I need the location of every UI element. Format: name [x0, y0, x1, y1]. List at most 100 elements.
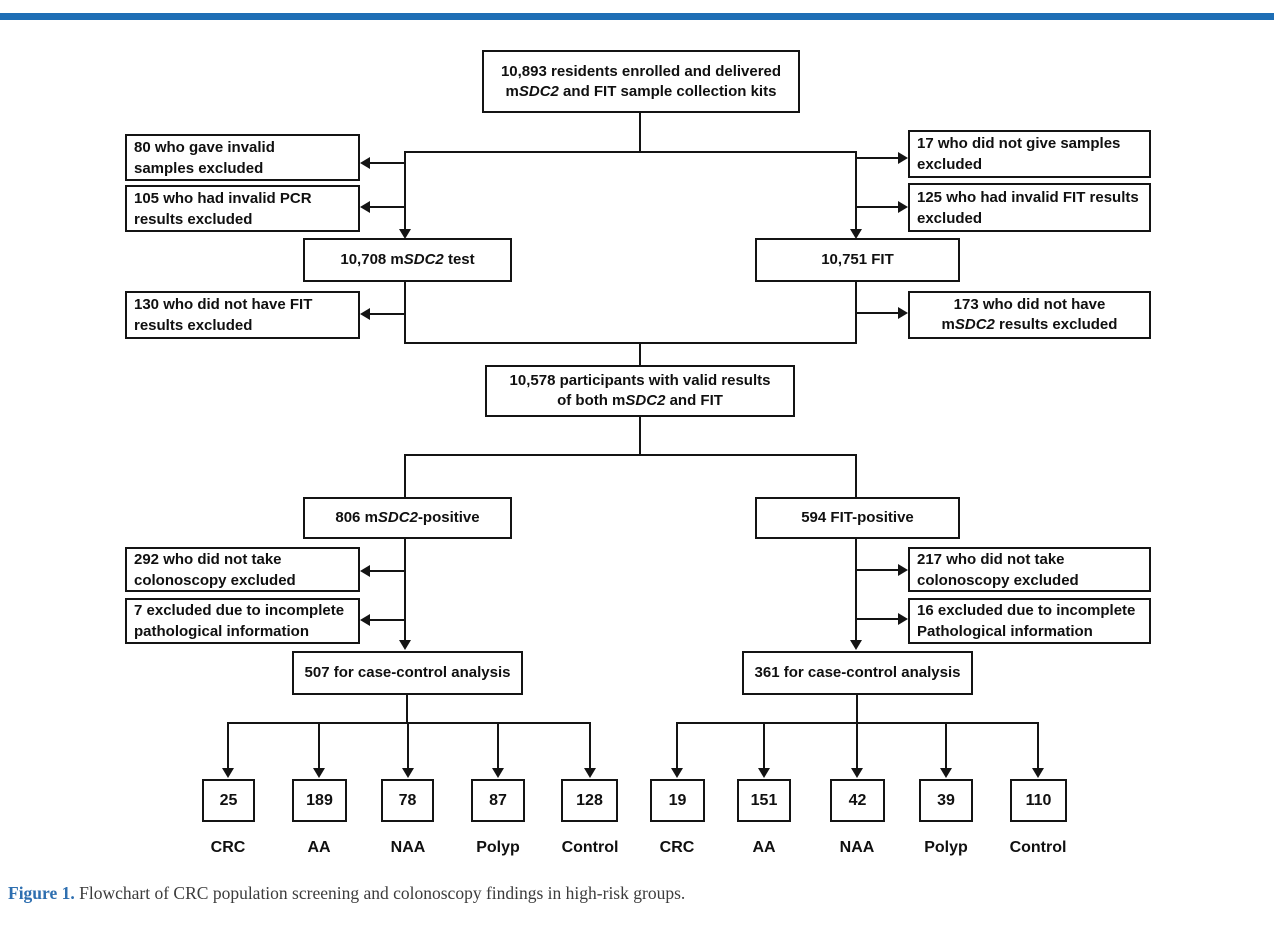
flow-line — [318, 722, 320, 769]
text-line: 594 FIT-positive — [801, 509, 914, 526]
text-line: of both mSDC2 and FIT — [557, 391, 723, 411]
flow-box-enrolled: 10,893 residents enrolled and delivered … — [482, 50, 800, 113]
text-segment: and FIT sample collection kits — [558, 82, 777, 100]
flow-line — [676, 722, 678, 769]
arrow-left-icon — [360, 157, 370, 169]
flow-line — [855, 151, 857, 229]
flow-line — [404, 151, 406, 229]
outcome-count: 110 — [1025, 791, 1052, 809]
flow-box-right-analysis: 361 for case-control analysis — [742, 651, 973, 695]
text-line: results excluded — [134, 317, 253, 334]
outcome-count: 87 — [489, 791, 507, 809]
outcome-count-box: 39 — [919, 779, 973, 822]
outcome-label: AA — [752, 839, 776, 856]
text-segment: of both m — [557, 392, 626, 409]
outcome-count: 151 — [750, 791, 778, 809]
flow-line — [370, 206, 405, 208]
text-line: 130 who did not have FIT — [134, 296, 313, 313]
text-segment: m — [941, 316, 955, 333]
flow-line — [639, 417, 641, 455]
figure-caption: Figure 1. Flowchart of CRC population sc… — [8, 883, 685, 904]
flow-box-excl-no-colonoscopy-left: 292 who did not take colonoscopy exclude… — [125, 547, 360, 592]
text-segment: 10,708 m — [340, 251, 404, 268]
text-line: 292 who did not take — [134, 550, 282, 568]
arrow-down-icon — [313, 768, 325, 778]
text-segment-italic: SDC2 — [954, 316, 995, 333]
arrow-down-icon — [399, 229, 411, 239]
text-line: mSDC2 results excluded — [942, 315, 1118, 335]
text-line: colonoscopy excluded — [917, 571, 1079, 589]
outcome-count-box: 110 — [1010, 779, 1067, 822]
outcome-label: CRC — [659, 839, 695, 856]
outcome-count: 78 — [398, 791, 417, 809]
flow-box-excl-incomplete-path-left: 7 excluded due to incomplete pathologica… — [125, 598, 360, 644]
flow-line — [855, 539, 857, 641]
outcome-count-box: 87 — [471, 779, 525, 822]
flow-box-excl-incomplete-path-right: 16 excluded due to incomplete Pathologic… — [908, 598, 1151, 644]
arrow-left-icon — [360, 565, 370, 577]
text-line: Pathological information — [917, 623, 1093, 640]
arrow-left-icon — [360, 201, 370, 213]
text-line: 17 who did not give samples — [917, 135, 1121, 152]
outcome-label: NAA — [839, 839, 875, 856]
text-line: 507 for case-control analysis — [304, 664, 511, 681]
flow-box-excl-no-msdc2-results: 173 who did not have mSDC2 results exclu… — [908, 291, 1151, 339]
arrow-down-icon — [399, 640, 411, 650]
outcome-label: NAA — [390, 839, 426, 856]
text-line: 10,751 FIT — [821, 251, 894, 268]
outcome-label: AA — [307, 839, 331, 856]
flow-line — [370, 162, 405, 164]
flow-line — [227, 722, 229, 769]
top-border-bar — [0, 13, 1274, 20]
flow-line — [855, 456, 857, 497]
arrow-down-icon — [850, 640, 862, 650]
text-line: 125 who had invalid FIT results — [917, 188, 1139, 206]
figure-caption-label: Figure 1. — [8, 883, 75, 903]
outcome-count: 39 — [937, 791, 955, 809]
flow-box-excl-no-colonoscopy-right: 217 who did not take colonoscopy exclude… — [908, 547, 1151, 592]
outcome-count-box: 128 — [561, 779, 618, 822]
arrow-down-icon — [671, 768, 683, 778]
text-segment: and FIT — [665, 392, 723, 409]
flow-line — [406, 695, 408, 723]
text-line: 806 mSDC2-positive — [335, 508, 479, 528]
text-line: 173 who did not have — [953, 296, 1106, 313]
arrow-right-icon — [898, 613, 908, 625]
arrow-right-icon — [898, 152, 908, 164]
flow-line — [404, 539, 406, 641]
arrow-left-icon — [360, 308, 370, 320]
outcome-count-box: 151 — [737, 779, 791, 822]
flow-line — [589, 722, 591, 769]
text-line: 7 excluded due to incomplete — [134, 602, 345, 619]
flow-line — [857, 618, 898, 620]
flow-line — [370, 619, 405, 621]
outcome-count: 189 — [306, 791, 333, 809]
arrow-down-icon — [1032, 768, 1044, 778]
text-line: 10,893 residents enrolled and delivered — [500, 62, 782, 80]
arrow-left-icon — [360, 614, 370, 626]
outcome-count-box: 19 — [650, 779, 705, 822]
flow-box-excl-invalid-samples: 80 who gave invalid samples excluded — [125, 134, 360, 181]
flow-line — [857, 569, 898, 571]
flow-line — [639, 344, 641, 365]
flow-box-msdc2-positive: 806 mSDC2-positive — [303, 497, 512, 539]
text-line: mSDC2 and FIT sample collection kits — [506, 82, 777, 102]
flow-line — [945, 722, 947, 769]
arrow-down-icon — [758, 768, 770, 778]
text-segment-italic: SDC2 — [403, 251, 444, 268]
flow-box-excl-invalid-fit: 125 who had invalid FIT results excluded — [908, 183, 1151, 232]
text-line: excluded — [917, 209, 983, 227]
text-line: pathological information — [134, 623, 309, 640]
outcome-count-box: 78 — [381, 779, 434, 822]
flow-box-excl-no-fit-results: 130 who did not have FIT results exclude… — [125, 291, 360, 339]
arrow-right-icon — [898, 201, 908, 213]
flow-line — [404, 151, 857, 153]
arrow-down-icon — [850, 229, 862, 239]
flow-line — [856, 695, 858, 723]
flow-box-msdc2-test: 10,708 mSDC2 test — [303, 238, 512, 282]
flow-line — [407, 722, 409, 769]
flow-box-fit-test: 10,751 FIT — [755, 238, 960, 282]
outcome-label: Polyp — [476, 839, 520, 856]
outcome-count: 128 — [576, 791, 603, 809]
outcome-count-box: 25 — [202, 779, 255, 822]
